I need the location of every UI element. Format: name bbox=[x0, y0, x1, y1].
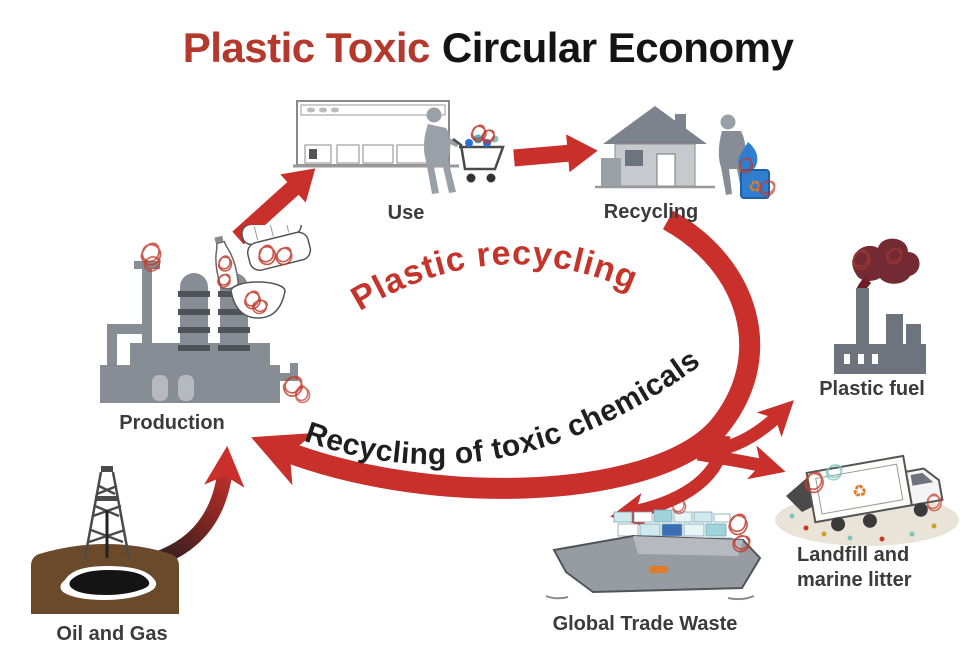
arrow-branch-to-global-trade-waste bbox=[610, 435, 731, 528]
derrick-tower bbox=[83, 471, 131, 559]
global-trade-waste-label: Global Trade Waste bbox=[552, 613, 738, 635]
arc-label-toxic-chemicals: Recycling of toxic chemicals bbox=[301, 343, 706, 471]
clamshell-container-icon bbox=[241, 225, 312, 271]
truck-recycle-symbol-icon: ♻ bbox=[851, 481, 869, 502]
plastic-fuel-label: Plastic fuel bbox=[819, 378, 925, 400]
landfill-label: Landfill and marine litter bbox=[797, 543, 911, 593]
landfill-label-line2: marine litter bbox=[797, 569, 912, 591]
arc-label-plastic-recycling: Plastic recycling bbox=[345, 234, 644, 318]
title-highlight: Plastic Toxic bbox=[182, 24, 431, 71]
plastic-bowl-icon bbox=[230, 281, 286, 319]
landfill-label-line1: Landfill and bbox=[797, 544, 910, 566]
arrow-branch-to-landfill bbox=[696, 445, 786, 480]
recycling-label: Recycling bbox=[603, 201, 699, 223]
global-trade-waste-icon bbox=[545, 500, 762, 601]
recycle-symbol-icon: ♻ bbox=[748, 179, 762, 196]
arrow-use-to-recycling bbox=[513, 134, 598, 173]
oil-and-gas-label: Oil and Gas bbox=[56, 623, 168, 645]
title-rest: Circular Economy bbox=[441, 24, 794, 71]
use-icon bbox=[293, 100, 505, 194]
plastic-fuel-icon bbox=[834, 238, 926, 374]
production-icon bbox=[100, 225, 312, 406]
production-label: Production bbox=[119, 412, 225, 434]
landfill-icon: ♻ bbox=[775, 454, 959, 546]
oil-and-gas-icon bbox=[31, 466, 179, 614]
use-label: Use bbox=[387, 202, 425, 224]
recycling-icon: ♻ bbox=[595, 106, 779, 200]
plastic-bottle-icon bbox=[214, 235, 239, 290]
